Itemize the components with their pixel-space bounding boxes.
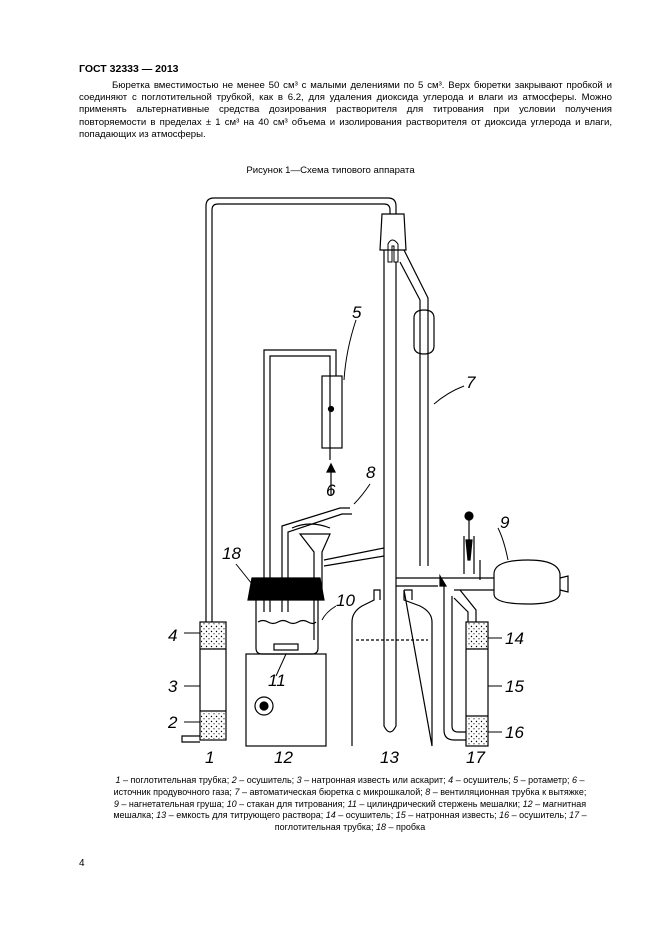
figure-legend: 1 – поглотительная трубка; 2 – осушитель… (110, 775, 590, 834)
label-10: 10 (336, 591, 355, 610)
purge-tube (263, 349, 337, 612)
legend-item: 16 – осушитель; (499, 810, 570, 821)
legend-item: 6 – источник продувочного газа; (113, 775, 585, 797)
label-4: 4 (168, 626, 177, 645)
legend-item: 4 – осушитель; (448, 775, 514, 785)
titration-beaker (255, 600, 319, 655)
legend-item: 13 – емкость для титрующего раствора; (156, 810, 326, 821)
legend-item: 2 – осушитель; (231, 775, 297, 785)
legend-item: 14 – осушитель; (325, 810, 396, 821)
gas-line-inner (211, 203, 391, 622)
legend-item: 18 – пробка (376, 822, 426, 833)
legend-item: 3 – натронная известь или аскарит; (296, 775, 449, 785)
legend-item: 1 – поглотительная трубка; (115, 775, 232, 785)
pressure-bulb (493, 559, 561, 605)
label-8: 8 (366, 463, 376, 482)
label-1: 1 (205, 748, 214, 767)
document-header: ГОСТ 32333 — 2013 (79, 63, 179, 75)
legend-item: 9 – нагнетательная груша; (113, 798, 227, 809)
vent-tube (281, 507, 352, 612)
figure-caption: Рисунок 1—Схема типового аппарата (246, 165, 415, 176)
label-12: 12 (274, 748, 293, 767)
label-2: 2 (167, 713, 178, 732)
vent-valve (463, 536, 475, 574)
burette-top (379, 213, 407, 251)
legend-item: 5 – ротаметр; (513, 775, 573, 785)
paragraph-text: Бюретка вместимостью не менее 50 см³ с м… (79, 80, 612, 140)
label-15: 15 (505, 677, 524, 696)
burette-bulb (413, 309, 435, 355)
label-6: 6 (326, 481, 336, 500)
legend-item: 15 – натронная известь; (395, 810, 500, 821)
stir-bar (273, 643, 299, 651)
label-9: 9 (500, 513, 510, 532)
legend-item: 17 – поглотительная трубка; (274, 810, 587, 833)
page-number: 4 (79, 858, 85, 869)
label-13: 13 (380, 748, 399, 767)
label-17: 17 (466, 748, 485, 767)
label-14: 14 (505, 629, 524, 648)
legend-item: 7 – автоматическая бюретка с микрошкалой… (234, 786, 426, 797)
titrant-reservoir (351, 589, 433, 747)
label-16: 16 (505, 723, 524, 742)
legend-item: 12 – магнитная мешалка; (113, 798, 587, 821)
gas-line-outer (205, 197, 397, 622)
stopper (247, 577, 325, 601)
legend-item: 8 – вентиляционная трубка к вытяжке; (425, 786, 587, 797)
label-18: 18 (222, 544, 241, 563)
label-7: 7 (466, 373, 476, 392)
absorption-tube-1 (199, 621, 227, 741)
absorption-tube-17 (465, 621, 489, 747)
burette-body (383, 249, 429, 566)
label-11: 11 (268, 671, 286, 690)
legend-item: 11 – цилиндрический стержень мешалки; (347, 798, 523, 809)
legend-item: 10 – стакан для титрования; (226, 798, 348, 809)
body-paragraph: Бюретка вместимостью не менее 50 см³ с м… (79, 80, 612, 141)
rotameter (321, 375, 343, 449)
label-3: 3 (168, 677, 178, 696)
label-5: 5 (352, 303, 362, 322)
